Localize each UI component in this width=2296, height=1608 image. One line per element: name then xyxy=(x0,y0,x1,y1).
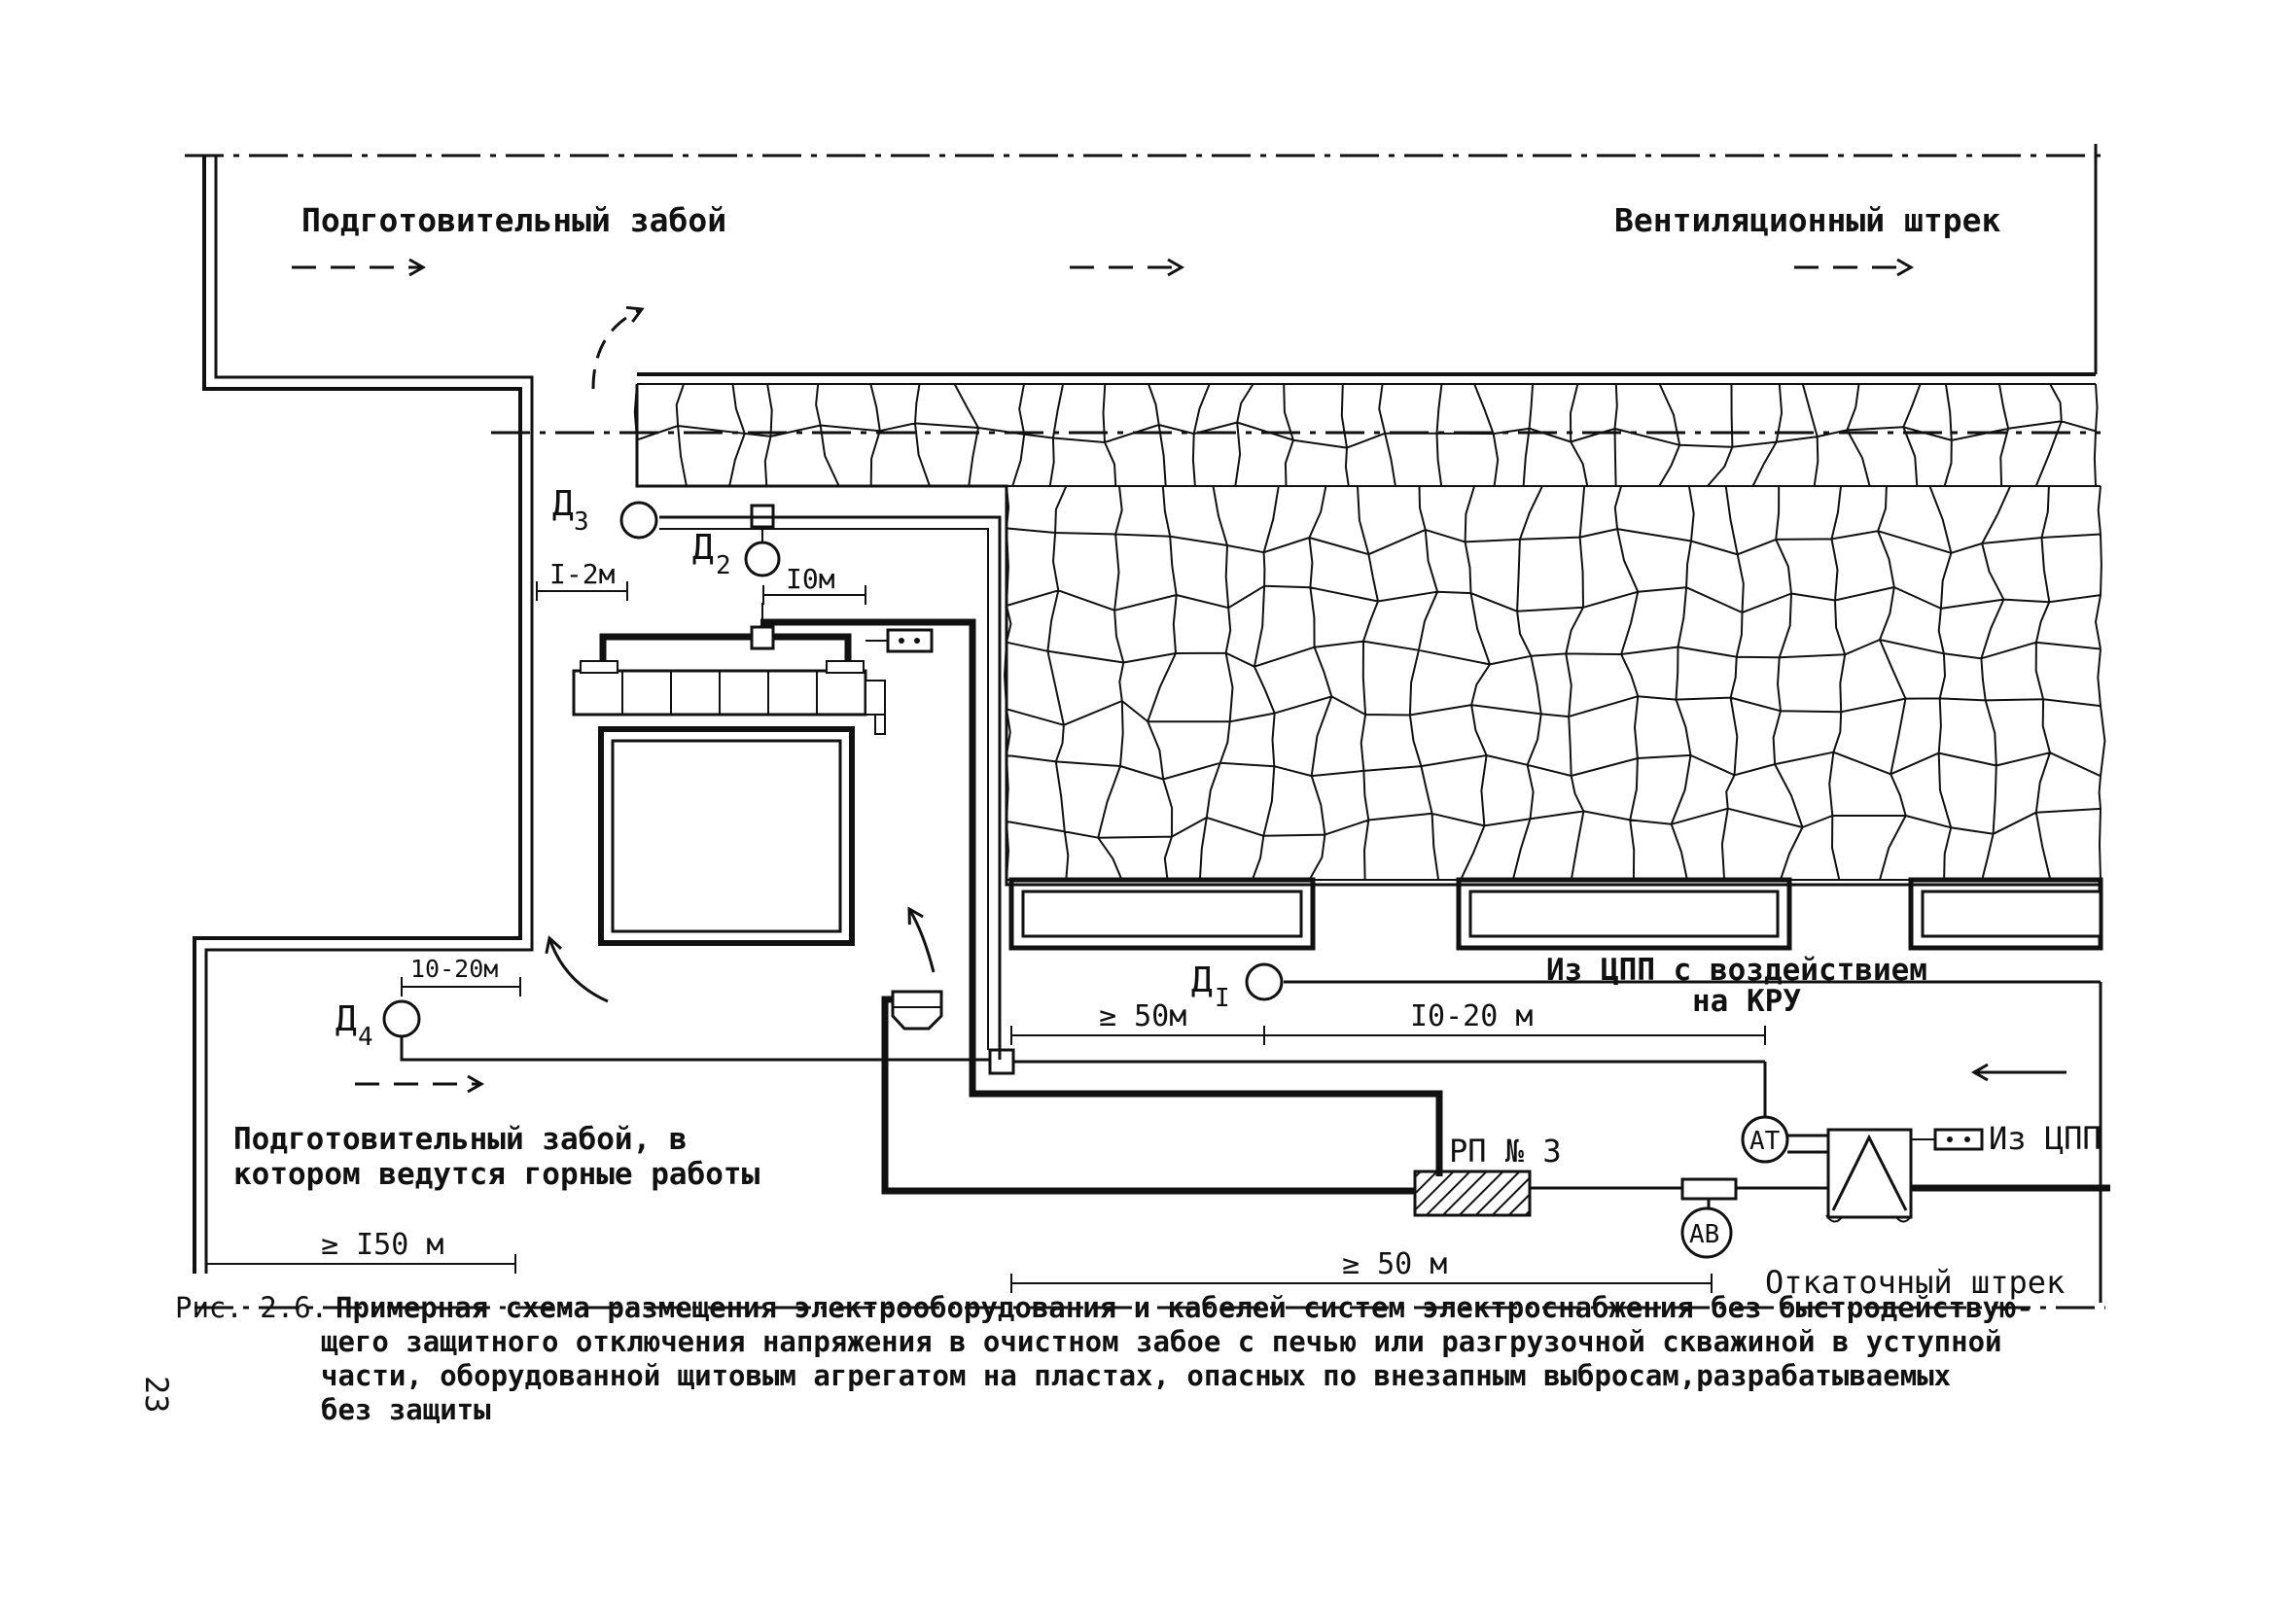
label-from-cpp-kru-line1: Из ЦПП с воздействием xyxy=(1546,953,1927,988)
label-d4-sub: 4 xyxy=(358,1023,373,1052)
label-ventilation-drift: Вентиляционный штрек xyxy=(1614,201,2000,239)
distribution-point-rp3 xyxy=(1413,1170,1532,1217)
caption-line1: Примерная схема размещения электрооборуд… xyxy=(336,1291,2033,1324)
label-lower-face-line1: Подготовительный забой, в xyxy=(233,1122,688,1157)
left-gallery-outer-wall xyxy=(193,156,522,1274)
sensor-line-d3 xyxy=(659,515,1002,1060)
sensor-d4 xyxy=(382,999,421,1038)
caption-line3: части, оборудованной щитовым агрегатом н… xyxy=(321,1359,1951,1392)
label-av: АВ xyxy=(1689,1220,1719,1249)
label-d3: Д xyxy=(552,484,574,524)
sensor-d1 xyxy=(1245,962,1284,1001)
label-dim-ge-50m-top: ≥ 50м xyxy=(1099,999,1186,1033)
label-dim-ge-50m-bottom: ≥ 50 м xyxy=(1342,1247,1447,1281)
control-panel-right xyxy=(1933,1128,1984,1151)
caption-line2: щего защитного отключения напряжения в о… xyxy=(321,1325,2002,1358)
power-cable-to-rp3 xyxy=(760,618,1443,1176)
label-from-cpp-kru-line2: на КРУ xyxy=(1692,984,1801,1019)
airflow-curve-upper xyxy=(591,305,645,390)
label-dim-1-2m: I-2м xyxy=(549,558,616,590)
label-dim-ge-150m: ≥ I50 м xyxy=(321,1228,443,1262)
label-from-cpp: Из ЦПП xyxy=(1989,1120,2102,1157)
cracked-rock-field xyxy=(633,383,2106,881)
label-d1: Д xyxy=(1191,961,1213,1000)
automatic-switch-at xyxy=(1741,1115,1789,1164)
junction-box-eq xyxy=(750,625,775,650)
equipment-row xyxy=(572,660,886,735)
rock-crack-lines xyxy=(1003,485,2106,881)
page-number: 23 xyxy=(138,1376,175,1414)
sensor-d2 xyxy=(744,541,781,577)
shield-support-1 xyxy=(1008,877,1316,951)
unloading-hopper xyxy=(891,990,943,1031)
left-gallery-inner-wall xyxy=(204,156,534,1274)
rock-crack-lines xyxy=(633,383,2099,487)
sensor-line-d3-inner xyxy=(659,528,989,1050)
label-at: АТ xyxy=(1749,1127,1781,1156)
shield-aggregate-chamber xyxy=(598,726,855,946)
label-haulage-drift: Откаточный штрек xyxy=(1765,1264,2065,1301)
power-cable-main xyxy=(599,633,852,661)
airflow-curve-lower-middle xyxy=(907,906,936,973)
sensor-d3 xyxy=(619,501,658,540)
transformer-substation xyxy=(1825,1128,1913,1223)
label-top-left-face: Подготовительный забой xyxy=(301,201,726,239)
caption-prefix: Рис. 2.6. xyxy=(175,1291,328,1324)
rock-field-outline xyxy=(635,384,2101,887)
automatic-breaker-av xyxy=(1680,1206,1733,1259)
label-dim-10-20m-right: I0-20 м xyxy=(1410,999,1533,1033)
breaker-box xyxy=(1680,1177,1738,1201)
label-d2: Д xyxy=(692,528,714,568)
label-d3-sub: 3 xyxy=(574,507,589,537)
label-lower-face-line2: котором ведутся горные работы xyxy=(233,1157,760,1192)
label-d2-sub: 2 xyxy=(716,551,731,580)
shield-support-3 xyxy=(1908,877,2103,951)
label-dim-10m: I0м xyxy=(786,563,835,595)
label-rp3: РП № 3 xyxy=(1449,1133,1562,1170)
label-d1-sub: I xyxy=(1215,984,1230,1013)
airflow-curve-lower-left xyxy=(545,935,609,1003)
caption-line4: без защиты xyxy=(321,1393,491,1426)
label-dim-10-20m-left: 10-20м xyxy=(410,955,498,983)
control-panel-small xyxy=(886,628,934,653)
shield-support-2 xyxy=(1456,877,1792,951)
junction-box-main xyxy=(988,1048,1015,1075)
label-d4: Д xyxy=(336,999,357,1039)
sensor-line-d4 xyxy=(400,1035,990,1062)
